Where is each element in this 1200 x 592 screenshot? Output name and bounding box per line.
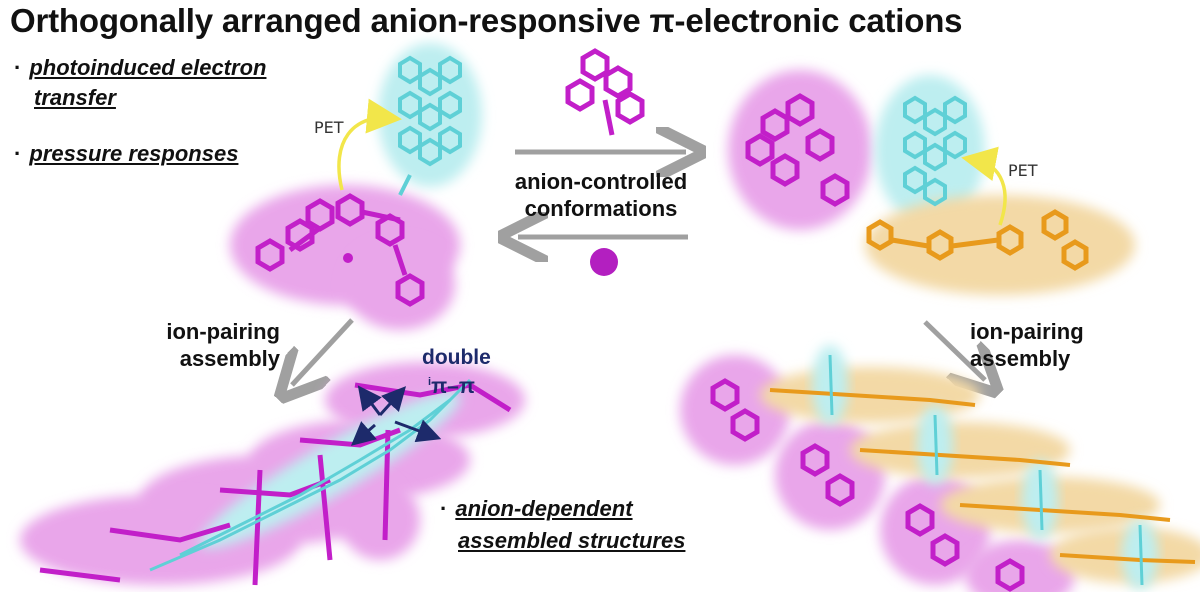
double-label-line2: π–π xyxy=(431,375,475,398)
right-assembly-label-line1: ion-pairing xyxy=(970,319,1084,344)
arrow-left-assembly xyxy=(292,318,354,385)
center-small-molecule xyxy=(568,51,642,136)
bullet-marker: · xyxy=(14,141,22,166)
bullet-pressure: · pressure responses xyxy=(14,140,238,168)
left-assembly-label-line2: assembly xyxy=(179,346,280,371)
pet-label-right: PET xyxy=(1008,161,1038,180)
center-label-line2: conformations xyxy=(524,196,678,221)
arrow-right-assembly xyxy=(923,320,985,380)
bullet-anion: · anion-dependent xyxy=(440,495,633,523)
bullet-pet-line2: transfer xyxy=(34,85,116,110)
bullet-anion-line2: assembled structures xyxy=(458,528,686,553)
right-molecule xyxy=(728,70,1135,295)
bullet-pet-line1: photoinduced electron xyxy=(29,55,267,80)
anion-sphere xyxy=(590,248,618,276)
double-label-sup: i xyxy=(428,376,432,388)
left-assembly-label: ion-pairing assembly xyxy=(130,318,280,372)
pet-label-left: PET xyxy=(314,118,344,137)
double-pi-label: double iπ–π xyxy=(422,346,491,399)
right-assembly-label: ion-pairing assembly xyxy=(970,318,1120,372)
right-assembly-label-line2: assembly xyxy=(970,346,1071,371)
right-assembly xyxy=(680,345,1200,592)
bullet-marker: · xyxy=(14,55,22,80)
page-title: Orthogonally arranged anion-responsive π… xyxy=(10,2,963,39)
double-label-line1: double xyxy=(422,346,491,369)
center-label-line1: anion-controlled xyxy=(514,169,688,194)
bullet-pet: · photoinduced electron xyxy=(14,54,266,82)
left-assembly xyxy=(20,362,525,586)
bullet-anion-line1: anion-dependent xyxy=(455,496,633,521)
left-assembly-label-line1: ion-pairing xyxy=(166,319,280,344)
bullet-pressure-text: pressure responses xyxy=(29,141,239,166)
center-label: anion-controlled conformations xyxy=(486,168,716,222)
bullet-marker: · xyxy=(440,496,448,521)
left-molecule xyxy=(230,43,482,330)
